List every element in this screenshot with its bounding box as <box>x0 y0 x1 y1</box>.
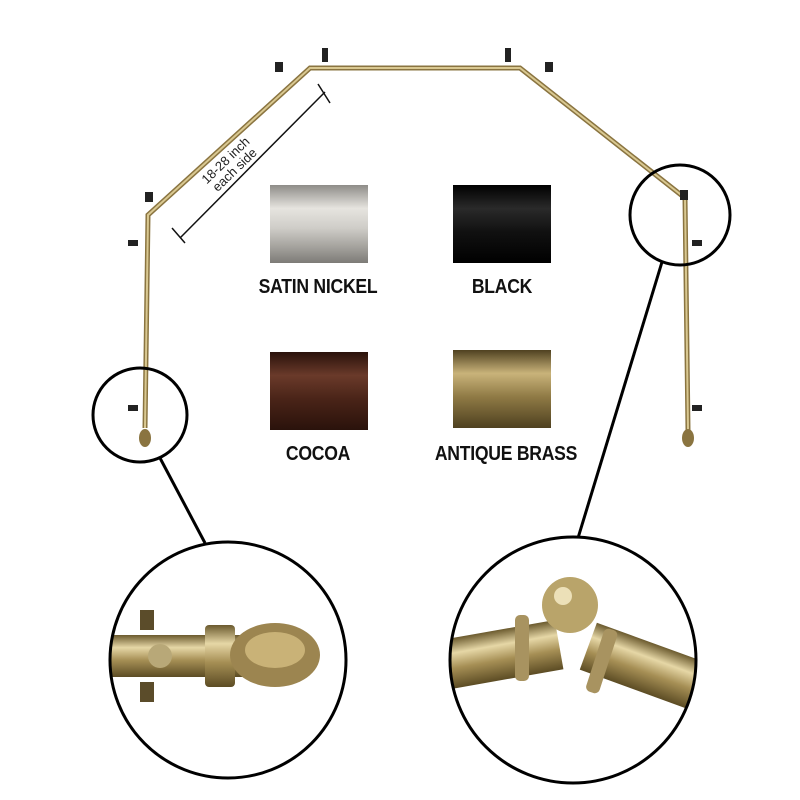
callout-lines <box>91 163 732 544</box>
curtain-rod <box>128 48 702 447</box>
dimension-line <box>171 83 331 244</box>
detail-elbow <box>450 577 696 711</box>
label-antique-brass: ANTIQUE BRASS <box>434 443 578 465</box>
swatch-black <box>453 185 551 263</box>
swatch-antique-brass <box>453 350 551 428</box>
finial-right <box>682 429 694 447</box>
swatch-cocoa <box>270 352 368 430</box>
label-black: BLACK <box>471 276 533 298</box>
finial-left <box>139 429 151 447</box>
swatch-satin-nickel <box>270 185 368 263</box>
label-cocoa: COCOA <box>285 443 351 465</box>
label-satin-nickel: SATIN NICKEL <box>258 276 378 298</box>
detail-finial <box>110 610 320 702</box>
